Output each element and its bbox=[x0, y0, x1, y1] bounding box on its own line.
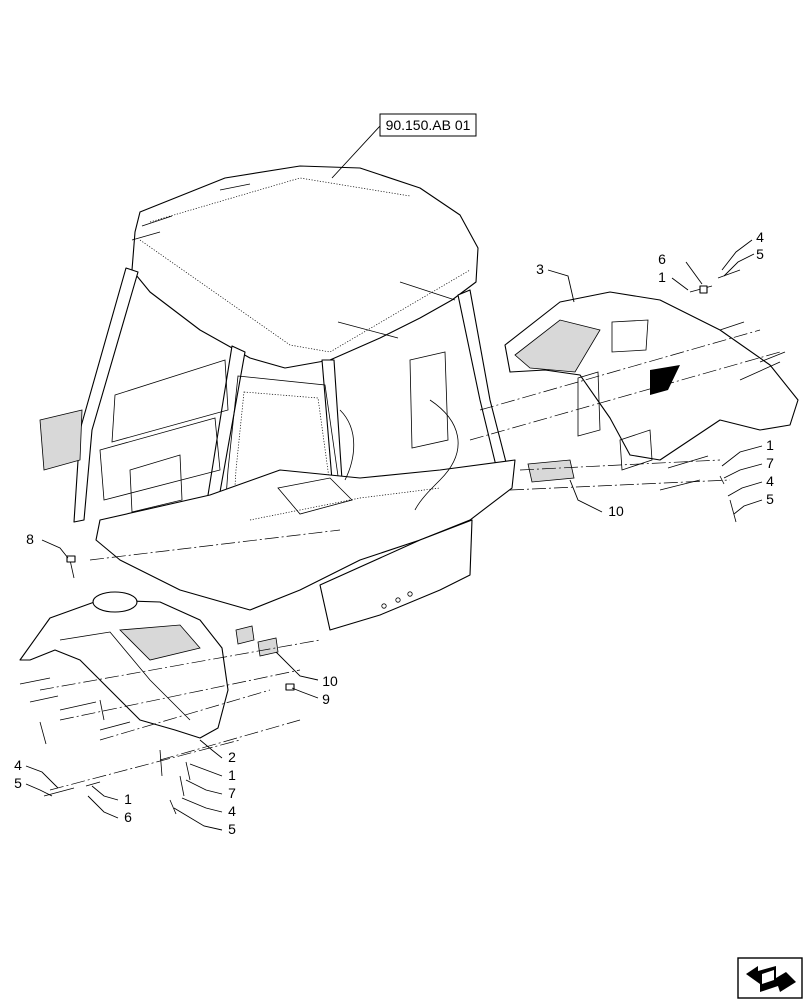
reference-leader bbox=[331, 125, 381, 179]
left-bracket-a bbox=[235, 625, 255, 645]
callout-7-bottom: 7 bbox=[228, 785, 236, 801]
callout-1-left: 1 bbox=[124, 791, 132, 807]
callout-8: 8 bbox=[26, 531, 34, 547]
callout-1-bottom: 1 bbox=[228, 767, 236, 783]
callout-9: 9 bbox=[322, 691, 330, 707]
callout-10-center: 10 bbox=[322, 673, 338, 689]
callout-4-right: 4 bbox=[766, 473, 774, 489]
callouts: 3 6 1 4 5 1 7 4 5 10 8 10 9 2 1 7 4 5 4 … bbox=[14, 229, 774, 837]
callout-4-left: 4 bbox=[14, 757, 22, 773]
right-fender bbox=[504, 291, 799, 471]
callout-2: 2 bbox=[228, 749, 236, 765]
cab-assembly bbox=[39, 165, 516, 631]
left-fender bbox=[19, 591, 229, 739]
callout-leaders bbox=[25, 239, 763, 831]
callout-5-right: 5 bbox=[766, 491, 774, 507]
callout-7-right: 7 bbox=[766, 455, 774, 471]
callout-10-right: 10 bbox=[608, 503, 624, 519]
callout-1-right: 1 bbox=[766, 437, 774, 453]
callout-3: 3 bbox=[536, 261, 544, 277]
reference-box bbox=[379, 113, 477, 137]
callout-5-bottom: 5 bbox=[228, 821, 236, 837]
cab-left-front-post bbox=[73, 267, 139, 523]
cab-roof bbox=[131, 165, 479, 369]
callout-6-top-right: 6 bbox=[658, 251, 666, 267]
cab-rear-right-post bbox=[457, 289, 509, 475]
callout-1-top-right: 1 bbox=[658, 269, 666, 285]
cab-lower-body bbox=[319, 519, 473, 631]
callout-4-bottom: 4 bbox=[228, 803, 236, 819]
callout-5-top-right: 5 bbox=[756, 246, 764, 262]
callout-4-top-right: 4 bbox=[756, 229, 764, 245]
alignment-lines bbox=[39, 329, 781, 791]
right-bracket bbox=[527, 459, 575, 483]
callout-5-left: 5 bbox=[14, 775, 22, 791]
fasteners bbox=[19, 269, 786, 815]
return-arrow-icon[interactable] bbox=[737, 957, 803, 999]
left-bracket-b bbox=[257, 637, 279, 657]
reference-label: 90.150.AB 01 bbox=[386, 117, 471, 133]
callout-6-left: 6 bbox=[124, 809, 132, 825]
